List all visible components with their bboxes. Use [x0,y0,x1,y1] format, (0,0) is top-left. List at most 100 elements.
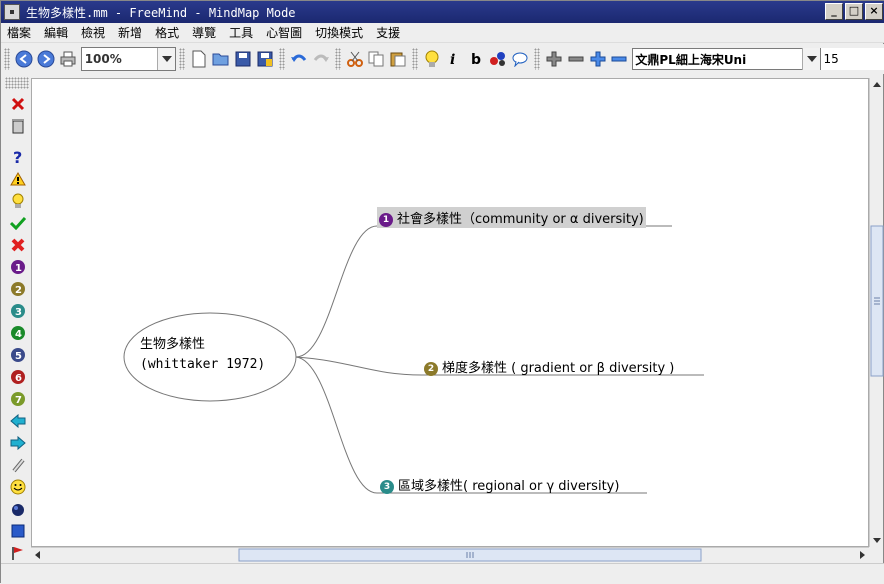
printer-icon [60,51,76,67]
smiley-icon[interactable] [9,478,27,496]
toolbar-grip-2[interactable] [179,48,186,70]
horizontal-scrollbar[interactable] [31,547,869,562]
forward-icon[interactable] [9,434,27,452]
font-family-combo[interactable]: 文鼎PL細上海宋Uni [632,48,822,70]
save-as-button[interactable] [255,48,275,70]
new-map-button[interactable] [189,48,209,70]
scroll-thumb-grip [874,297,880,305]
edge-1 [295,225,672,358]
remove-button[interactable] [566,48,586,70]
scroll-down-arrow-icon[interactable] [873,538,881,543]
title-bar: 生物多樣性.mm - FreeMind - MindMap Mode _ □ × [1,1,884,23]
root-node[interactable]: 生物多樣性 (whittaker 1972) [140,335,265,375]
priority-2-icon[interactable]: 2 [9,280,27,298]
menu-edit[interactable]: 編輯 [44,26,69,40]
add-child-button[interactable] [544,48,564,70]
idea-button[interactable] [422,48,442,70]
cube-icon[interactable] [9,522,27,540]
save-as-icon [257,51,273,67]
toolbar-grip-4[interactable] [334,48,341,70]
cut-button[interactable] [345,48,365,70]
save-button[interactable] [233,48,253,70]
delete-icon[interactable] [9,95,27,113]
bomb-icon[interactable] [9,500,27,518]
toolbar-grip-5[interactable] [412,48,419,70]
menu-tools[interactable]: 工具 [229,26,254,40]
minimize-button[interactable]: _ [825,3,843,20]
root-node-subtitle: (whittaker 1972) [140,357,266,372]
redo-icon [313,54,329,62]
vertical-scrollbar[interactable] [869,78,884,547]
open-button[interactable] [211,48,231,70]
cloud-color-button[interactable] [488,48,508,70]
attach-icon[interactable] [9,456,27,474]
paste-button[interactable] [388,48,408,70]
trash-icon[interactable] [9,117,27,135]
arrow-left-circle-icon [15,50,33,68]
menu-mindmap[interactable]: 心智圖 [266,26,303,40]
chevron-down-icon [161,56,172,62]
priority-3-icon[interactable]: 3 [9,302,27,320]
flag-icon[interactable] [9,544,27,562]
redo-button[interactable] [311,48,331,70]
toolbar-grip-3[interactable] [278,48,285,70]
priority-5-icon[interactable]: 5 [9,346,27,364]
edge-3 [295,356,647,494]
scroll-left-arrow-icon[interactable] [35,551,40,559]
warning-icon[interactable] [9,170,27,188]
window-menu-icon[interactable] [4,4,20,20]
svg-text:6: 6 [15,373,22,384]
menu-switch-mode[interactable]: 切換模式 [315,26,364,40]
menu-file[interactable]: 檔案 [7,26,32,40]
scroll-up-arrow-icon[interactable] [873,82,881,87]
italic-button[interactable]: i [444,48,464,70]
ok-icon[interactable] [9,214,27,232]
back-icon[interactable] [9,412,27,430]
priority-2-icon: 2 [424,361,438,376]
question-icon[interactable]: ? [9,148,27,166]
toolbar-grip-6[interactable] [533,48,540,70]
zoom-dropdown-arrow[interactable] [157,48,176,70]
font-larger-button[interactable] [588,48,608,70]
menu-view[interactable]: 檢視 [81,26,106,40]
toolbar-grip[interactable] [4,48,10,70]
cancel-icon[interactable] [9,236,27,254]
forward-nav-button[interactable] [36,48,56,70]
priority-4-icon[interactable]: 4 [9,324,27,342]
menu-insert[interactable]: 新增 [118,26,143,40]
priority-6-icon[interactable]: 6 [9,368,27,386]
idea-icon[interactable] [9,192,27,210]
bold-button[interactable]: b [466,48,486,70]
copy-button[interactable] [366,48,386,70]
menu-format[interactable]: 格式 [155,26,180,40]
font-size-field[interactable]: 15 [821,48,884,70]
back-nav-button[interactable] [14,48,34,70]
arrow-right-circle-icon [37,50,55,68]
window-title: 生物多樣性.mm - FreeMind - MindMap Mode [26,5,296,20]
priority-1-icon: 1 [379,212,393,227]
menu-navigate[interactable]: 導覽 [192,26,217,40]
save-disk-icon [235,51,251,67]
svg-text:b: b [471,52,481,67]
maximize-button[interactable]: □ [845,3,863,20]
print-button[interactable] [58,48,78,70]
font-dropdown-arrow[interactable] [802,48,821,70]
cloud-button[interactable] [510,48,530,70]
font-smaller-button[interactable] [609,48,629,70]
zoom-combo[interactable]: 100% [80,47,177,71]
bold-icon: b [471,52,481,67]
priority-7-icon[interactable]: 7 [9,390,27,408]
root-node-title: 生物多樣性 [140,337,206,352]
icon-toolbar-grip[interactable] [5,77,29,89]
scroll-right-arrow-icon[interactable] [860,551,865,559]
undo-button[interactable] [289,48,309,70]
close-button[interactable]: × [865,3,883,20]
menu-help[interactable]: 支援 [376,26,401,40]
zoom-value: 100% [84,52,122,66]
priority-1-icon[interactable]: 1 [9,258,27,276]
svg-text:7: 7 [15,395,22,406]
